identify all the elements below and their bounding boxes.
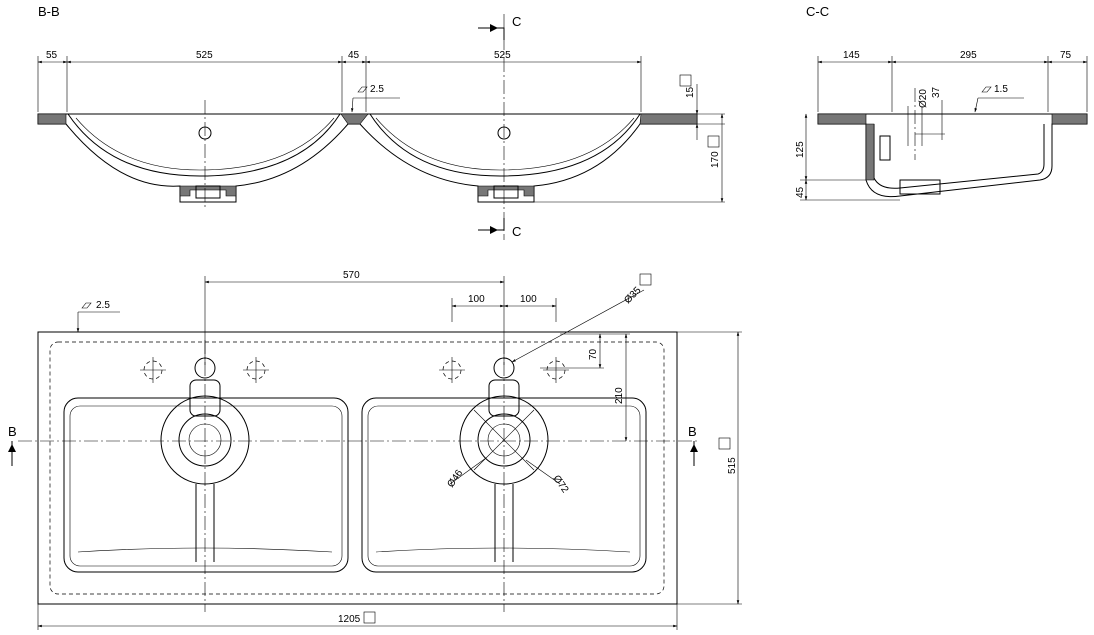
bb-radius-callout: 2.5	[351, 84, 400, 113]
plan-vertical-dims-inner: 70 210	[540, 333, 630, 442]
slab-inner-dashed	[49, 341, 665, 595]
dim-d35: Ø35	[622, 285, 643, 306]
section-c-markers: C C	[478, 14, 521, 239]
plan-top-dimensions: 570 100 100	[204, 270, 557, 365]
tap-holes-left	[140, 357, 269, 383]
dim-15: 15	[685, 86, 696, 98]
section-b-left-label: B	[8, 424, 17, 439]
cc-height-dimensions: 125 45	[795, 113, 808, 201]
cc-radius-callout: 1.5	[974, 84, 1024, 113]
bb-height-dimensions: 15 170	[679, 74, 725, 203]
dim-1205: 1205	[338, 614, 361, 625]
dim-plan-radius-2-5: 2.5	[96, 300, 110, 311]
dim-100-left: 100	[468, 294, 485, 305]
dim-45: 45	[348, 50, 360, 61]
section-bb: B-B 55 525 45 525 2.5	[37, 4, 725, 240]
section-bb-label: B-B	[38, 4, 60, 19]
dim-295: 295	[960, 50, 977, 61]
dim-100-right: 100	[520, 294, 537, 305]
bb-top-dimensions: 55 525 45 525	[37, 50, 642, 112]
section-c-top-label: C	[512, 14, 521, 29]
dim-radius-2-5: 2.5	[370, 84, 384, 95]
plan-overall-dims: 515 1205	[37, 331, 742, 630]
section-b-right-label: B	[688, 424, 697, 439]
dim-525-left: 525	[196, 50, 213, 61]
dim-70: 70	[588, 348, 599, 360]
dim-d72: Ø72	[551, 473, 571, 495]
section-b-markers: B B	[8, 424, 698, 466]
dim-37: 37	[931, 86, 942, 98]
dim-525-right: 525	[494, 50, 511, 61]
bb-basin-profile	[37, 113, 725, 203]
dim-55: 55	[46, 50, 58, 61]
section-c-bottom-label: C	[512, 224, 521, 239]
dim-75: 75	[1060, 50, 1072, 61]
dim-170: 170	[710, 151, 721, 168]
slab-outline	[37, 331, 678, 605]
dim-45-cc: 45	[795, 186, 806, 198]
cc-hole-dimensions: Ø20 37	[907, 86, 945, 146]
section-cc: C-C 145 295 75	[795, 4, 1088, 201]
cc-top-dimensions: 145 295 75	[817, 50, 1088, 112]
drain-diameter-dims: Ø46 Ø72	[445, 457, 571, 496]
section-cc-label: C-C	[806, 4, 829, 19]
basin-left	[63, 397, 349, 573]
dim-515: 515	[727, 457, 738, 474]
dim-210: 210	[614, 387, 625, 404]
tap-holes-right	[439, 357, 569, 383]
dim-125: 125	[795, 141, 806, 158]
tap-hole-diameter-dim: Ø35	[511, 273, 652, 363]
cc-profile	[800, 88, 1088, 201]
plan-radius-callout: 2.5	[76, 300, 120, 333]
plan-view: 570 100 100 2.5	[8, 270, 742, 630]
dim-d20: Ø20	[918, 89, 929, 108]
dim-radius-1-5: 1.5	[994, 84, 1008, 95]
dim-d46: Ø46	[445, 468, 465, 490]
dim-145: 145	[843, 50, 860, 61]
dim-570: 570	[343, 270, 360, 281]
